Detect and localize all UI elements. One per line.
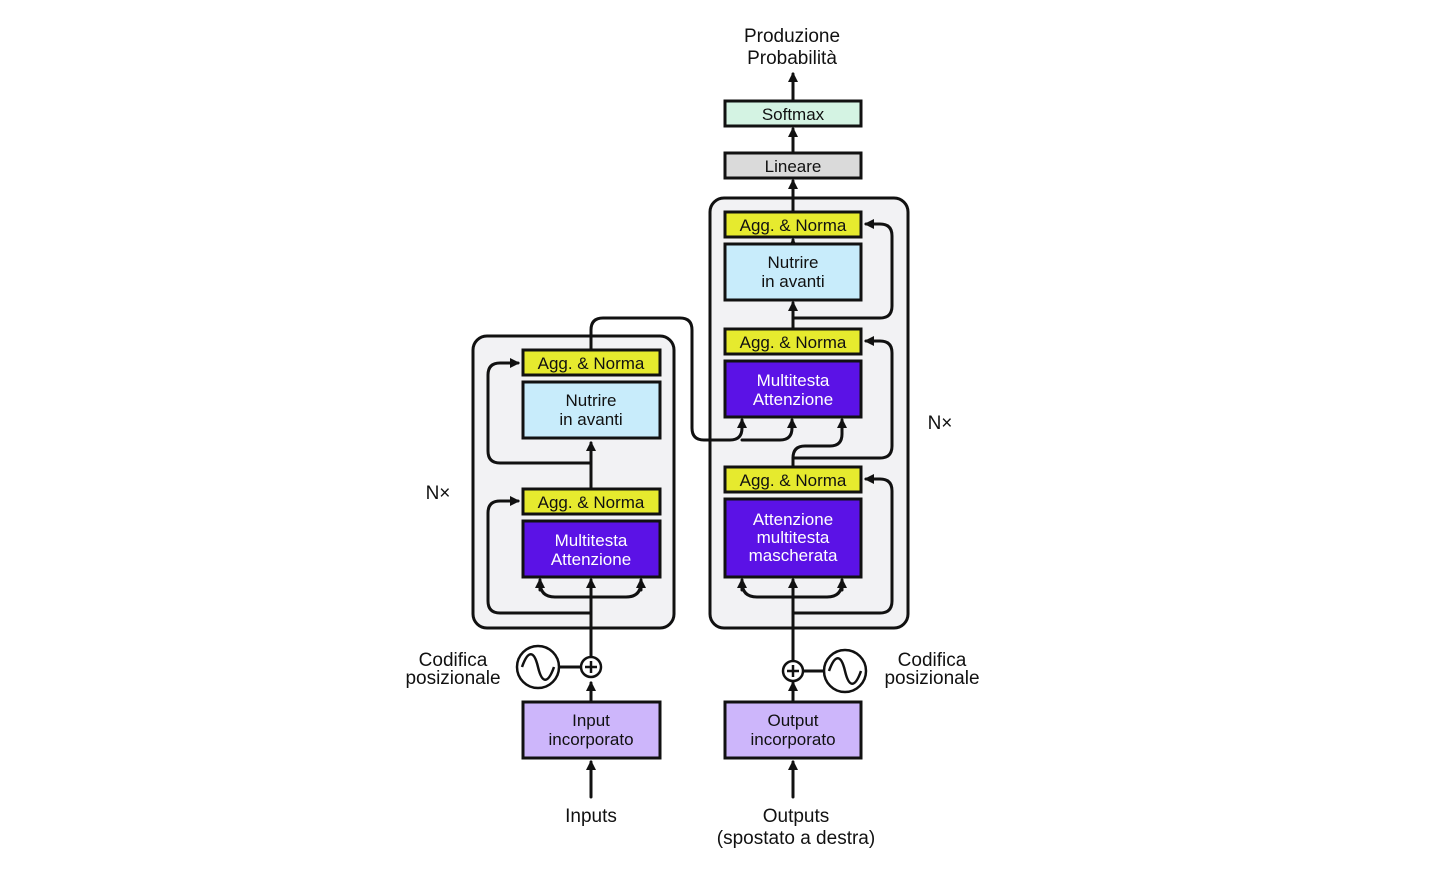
inputs-label: Inputs [565, 806, 617, 827]
encoder-frame [471, 334, 676, 630]
enc-to-decoder-split [740, 418, 797, 442]
enc-positional-line2: posizionale [405, 668, 500, 689]
enc-ff-line2: in avanti [559, 410, 622, 429]
plus-circle-icon [781, 659, 805, 683]
enc-attention: Multitesta Attenzione [521, 519, 662, 579]
dec-residual-2 [791, 336, 894, 460]
enc-embed-line1: Input [572, 711, 610, 730]
dec-residual-1 [791, 474, 894, 615]
enc-attn-line2: Attenzione [551, 550, 631, 569]
enc-embedding: Input incorporato [521, 700, 662, 760]
output-prob-line2: Probabilità [747, 48, 837, 69]
dec-add-norm-top-label: Agg. & Norma [740, 216, 847, 235]
enc-add-norm-top: Agg. & Norma [521, 348, 662, 377]
enc-residual-1 [486, 496, 593, 615]
dec-add-norm-bottom: Agg. & Norma [723, 465, 863, 494]
dec-repeat-label: N× [928, 413, 953, 434]
dec-cross-attn-line2: Attenzione [753, 390, 833, 409]
softmax-block: Softmax [723, 99, 863, 128]
dec-positional-line1: Codifica [898, 650, 967, 671]
plus-circle-icon [579, 655, 603, 679]
enc-add-norm-bottom-label: Agg. & Norma [538, 493, 645, 512]
dec-arrow-norm1-to-cross [791, 418, 847, 468]
dec-add-norm-mid: Agg. & Norma [723, 327, 863, 356]
dec-embed-line2: incorporato [750, 730, 835, 749]
dec-residual-3 [791, 219, 894, 320]
dec-positional-line2: posizionale [884, 668, 979, 689]
dec-masked-line1: Attenzione [753, 510, 833, 529]
dec-feed-forward: Nutrire in avanti [723, 242, 863, 302]
enc-attn-line1: Multitesta [555, 531, 628, 550]
softmax-label: Softmax [762, 105, 825, 124]
linear-block: Lineare [723, 151, 863, 180]
dec-embed-line1: Output [767, 711, 818, 730]
sine-wave-icon [822, 648, 868, 694]
dec-cross-attn-line1: Multitesta [757, 371, 830, 390]
dec-add-norm-bottom-label: Agg. & Norma [740, 471, 847, 490]
enc-embed-line2: incorporato [548, 730, 633, 749]
dec-masked-branches [740, 580, 844, 599]
dec-add-norm-mid-label: Agg. & Norma [740, 333, 847, 352]
linear-label: Lineare [765, 157, 822, 176]
enc-add-norm-bottom: Agg. & Norma [521, 487, 662, 516]
dec-ff-line2: in avanti [761, 272, 824, 291]
output-prob-line1: Produzione [744, 26, 840, 47]
dec-cross-attention: Multitesta Attenzione [723, 359, 863, 419]
enc-repeat-label: N× [426, 483, 451, 504]
enc-add-norm-top-label: Agg. & Norma [538, 354, 645, 373]
dec-ff-line1: Nutrire [767, 253, 818, 272]
dec-masked-line2: multitesta [757, 528, 830, 547]
enc-ff-line1: Nutrire [565, 391, 616, 410]
enc-to-decoder-wire [589, 316, 747, 442]
enc-feed-forward: Nutrire in avanti [521, 380, 662, 440]
dec-masked-line3: mascherata [749, 546, 838, 565]
enc-residual-2 [486, 358, 593, 465]
enc-attn-branches [538, 580, 643, 599]
dec-masked-attention: Attenzione multitesta mascherata [723, 497, 863, 579]
outputs-label-line2: (spostato a destra) [717, 828, 875, 849]
sine-wave-icon [515, 644, 561, 690]
dec-add-norm-top: Agg. & Norma [723, 210, 863, 239]
enc-positional-line1: Codifica [419, 650, 488, 671]
outputs-label-line1: Outputs [763, 806, 830, 827]
dec-embedding: Output incorporato [723, 700, 863, 760]
